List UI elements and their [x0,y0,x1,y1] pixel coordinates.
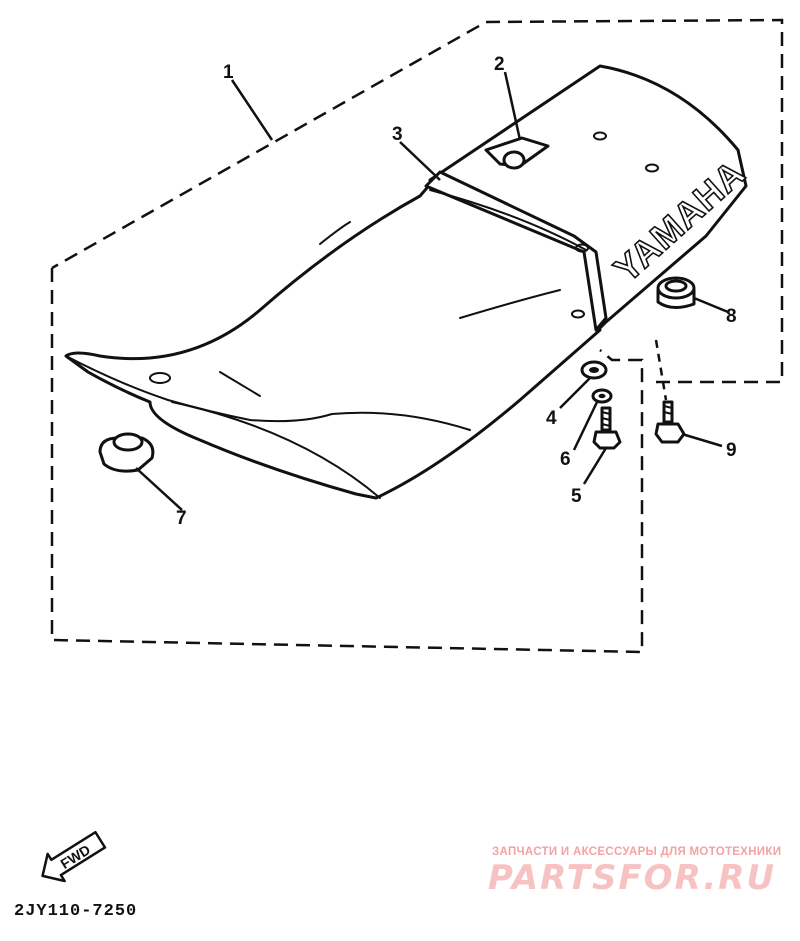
callout-4: 4 [546,408,557,429]
assembly-boundary [50,18,784,654]
rear-damper [656,276,696,309]
watermark-tagline: ЗАПЧАСТИ И АКСЕССУАРЫ ДЛЯ МОТОТЕХНИКИ [492,846,782,858]
bolt-right [654,400,686,444]
leader-lines [135,71,729,511]
callout-1: 1 [223,62,234,83]
callout-2: 2 [494,54,505,75]
part-code: 2JY110-7250 [14,902,138,921]
forward-arrow-icon: FWD [41,830,107,883]
callout-5: 5 [571,486,582,507]
callout-7: 7 [176,508,187,529]
callout-8: 8 [726,306,737,327]
washer-collar [580,360,608,380]
callout-3: 3 [392,124,403,145]
bolt-left [592,406,622,450]
hook-bracket [484,136,550,170]
callout-9: 9 [726,440,737,461]
front-grommet [98,432,155,473]
watermark-logo: PARTSFOR.RU [488,858,777,898]
callout-6: 6 [560,449,571,470]
seat-assembly: YAMAHA [64,64,754,500]
lock-washer [591,388,613,404]
